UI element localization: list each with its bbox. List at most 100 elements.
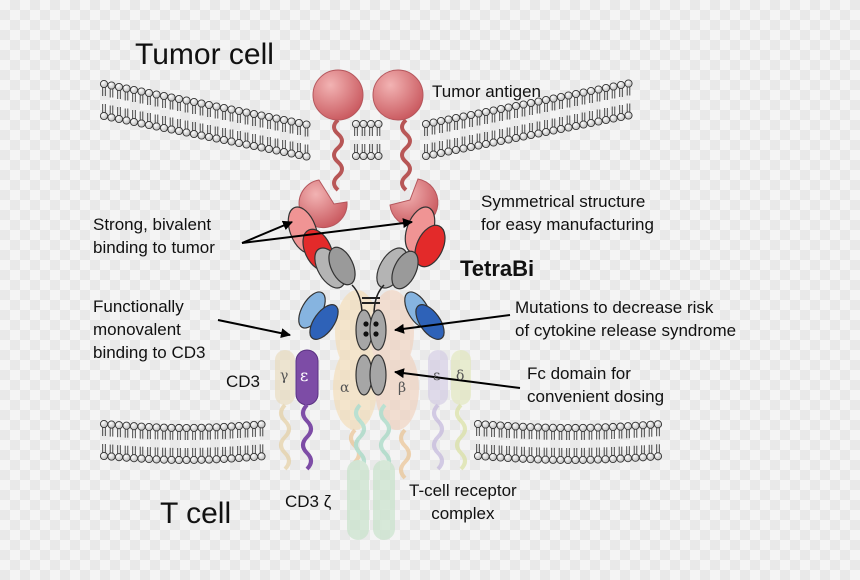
lipid-tumor-right (451, 113, 461, 155)
lipid-t-left (189, 423, 199, 464)
fc-domain (355, 309, 387, 396)
lipid-tumor-left (152, 90, 161, 131)
t-cell-membrane (99, 419, 663, 465)
lipid-tumor-right (624, 79, 633, 120)
lipid-t-left (182, 423, 191, 465)
cd3-label: CD3 (226, 372, 261, 391)
lipid-tumor-left (197, 99, 206, 140)
lipid-tumor-middle (366, 119, 376, 161)
lipid-t-left (197, 423, 206, 464)
lipid-t-left (99, 419, 109, 461)
lipid-t-left (227, 422, 236, 463)
lipid-tumor-left (219, 103, 229, 145)
beta-symbol: β (398, 380, 407, 396)
lipid-tumor-left (264, 112, 274, 154)
fc-label: Fc domain for convenient dosing (527, 362, 664, 408)
lipid-tumor-left (272, 114, 281, 155)
monovalent-line-2: monovalent (93, 320, 181, 339)
lipid-tumor-right (571, 89, 581, 131)
lipid-tumor-right (466, 110, 476, 152)
lipid-tumor-right (594, 85, 603, 126)
cd3-epsilon-tail-right (432, 403, 444, 471)
lipid-tumor-left (99, 79, 109, 121)
lipid-t-right (586, 423, 595, 464)
lipid-t-right (638, 421, 648, 462)
lipid-t-left (249, 420, 259, 461)
tcr-label: T-cell receptor complex (409, 479, 517, 525)
lipid-t-left (159, 423, 169, 464)
lipid-tumor-left (234, 106, 244, 148)
cd3-delta-chain (451, 350, 471, 405)
arrow-monovalent (217, 319, 291, 339)
tumor-cell-label: Tumor cell (135, 38, 274, 71)
cd3-zeta-left (347, 460, 369, 540)
lipid-t-right (503, 421, 513, 463)
lipid-t-right (608, 422, 618, 464)
lipid-tumor-left (294, 118, 304, 160)
tumor-antigen-left (312, 69, 364, 192)
lipid-tumor-left (189, 97, 199, 139)
symmetric-label: Symmetrical structure for easy manufactu… (481, 190, 654, 236)
lipid-tumor-right (556, 92, 566, 134)
arrow-mutations (394, 314, 511, 334)
fc-line-1: Fc domain for (527, 364, 631, 383)
lipid-tumor-right (541, 95, 551, 137)
lipid-t-right (601, 423, 610, 464)
lipid-t-left (174, 423, 184, 465)
monovalent-label: Functionally monovalent binding to CD3 (93, 295, 205, 364)
cd3-delta-tail (455, 403, 467, 471)
bivalent-label: Strong, bivalent binding to tumor (93, 213, 215, 259)
lipid-t-right (556, 423, 565, 464)
lipid-t-left (114, 421, 124, 462)
bivalent-line-2: binding to tumor (93, 238, 215, 257)
lipid-t-right (653, 420, 663, 461)
alpha-symbol: α (340, 380, 350, 396)
lipid-tumor-right (564, 91, 573, 132)
lipid-t-right (511, 422, 520, 463)
cd3-gamma-tail (279, 403, 291, 471)
lipid-tumor-right (481, 107, 491, 149)
lipid-tumor-right (444, 115, 453, 156)
lipid-tumor-middle (351, 119, 361, 161)
lipid-t-right (623, 422, 633, 463)
lipid-tumor-right (496, 104, 506, 146)
cd3-epsilon-tail (301, 403, 313, 471)
lipid-t-right (518, 422, 528, 463)
lipid-t-right (548, 423, 558, 464)
delta-symbol: δ (456, 368, 465, 384)
lipid-t-left (107, 420, 116, 461)
lipid-tumor-right (549, 94, 558, 135)
mutations-line-1: Mutations to decrease risk (515, 298, 714, 317)
arrow-bivalent-right (241, 218, 413, 244)
lipid-tumor-right (436, 116, 446, 158)
lipid-t-right (563, 423, 573, 465)
lipid-tumor-left (242, 108, 251, 149)
lipid-tumor-right (616, 80, 626, 122)
epsilon-symbol: ε (300, 366, 309, 385)
lipid-t-right (541, 423, 550, 464)
lipid-t-left (212, 423, 221, 464)
lipid-tumor-right (586, 86, 596, 128)
lipid-t-right (526, 423, 535, 464)
tetrabi-left-arm (287, 206, 363, 340)
lipid-tumor-left (129, 85, 139, 127)
symmetric-line-2: for easy manufacturing (481, 215, 654, 234)
cd3-zeta-label: CD3 ζ (285, 492, 332, 511)
lipid-t-left (234, 421, 244, 463)
lipid-tumor-right (474, 109, 483, 150)
gamma-symbol: γ (280, 368, 289, 384)
lipid-tumor-left (302, 120, 311, 161)
mutations-label: Mutations to decrease risk of cytokine r… (515, 296, 736, 342)
lipid-tumor-middle (359, 119, 368, 161)
tumor-cell-membrane (99, 79, 633, 161)
tumor-antigen-right (372, 69, 424, 192)
lipid-tumor-right (459, 112, 468, 153)
symmetric-line-1: Symmetrical structure (481, 192, 646, 211)
lipid-tumor-left (227, 105, 236, 146)
lipid-t-right (631, 421, 640, 462)
monovalent-line-1: Functionally (93, 297, 184, 316)
lipid-t-left (144, 423, 154, 464)
lipid-tumor-left (249, 109, 259, 151)
